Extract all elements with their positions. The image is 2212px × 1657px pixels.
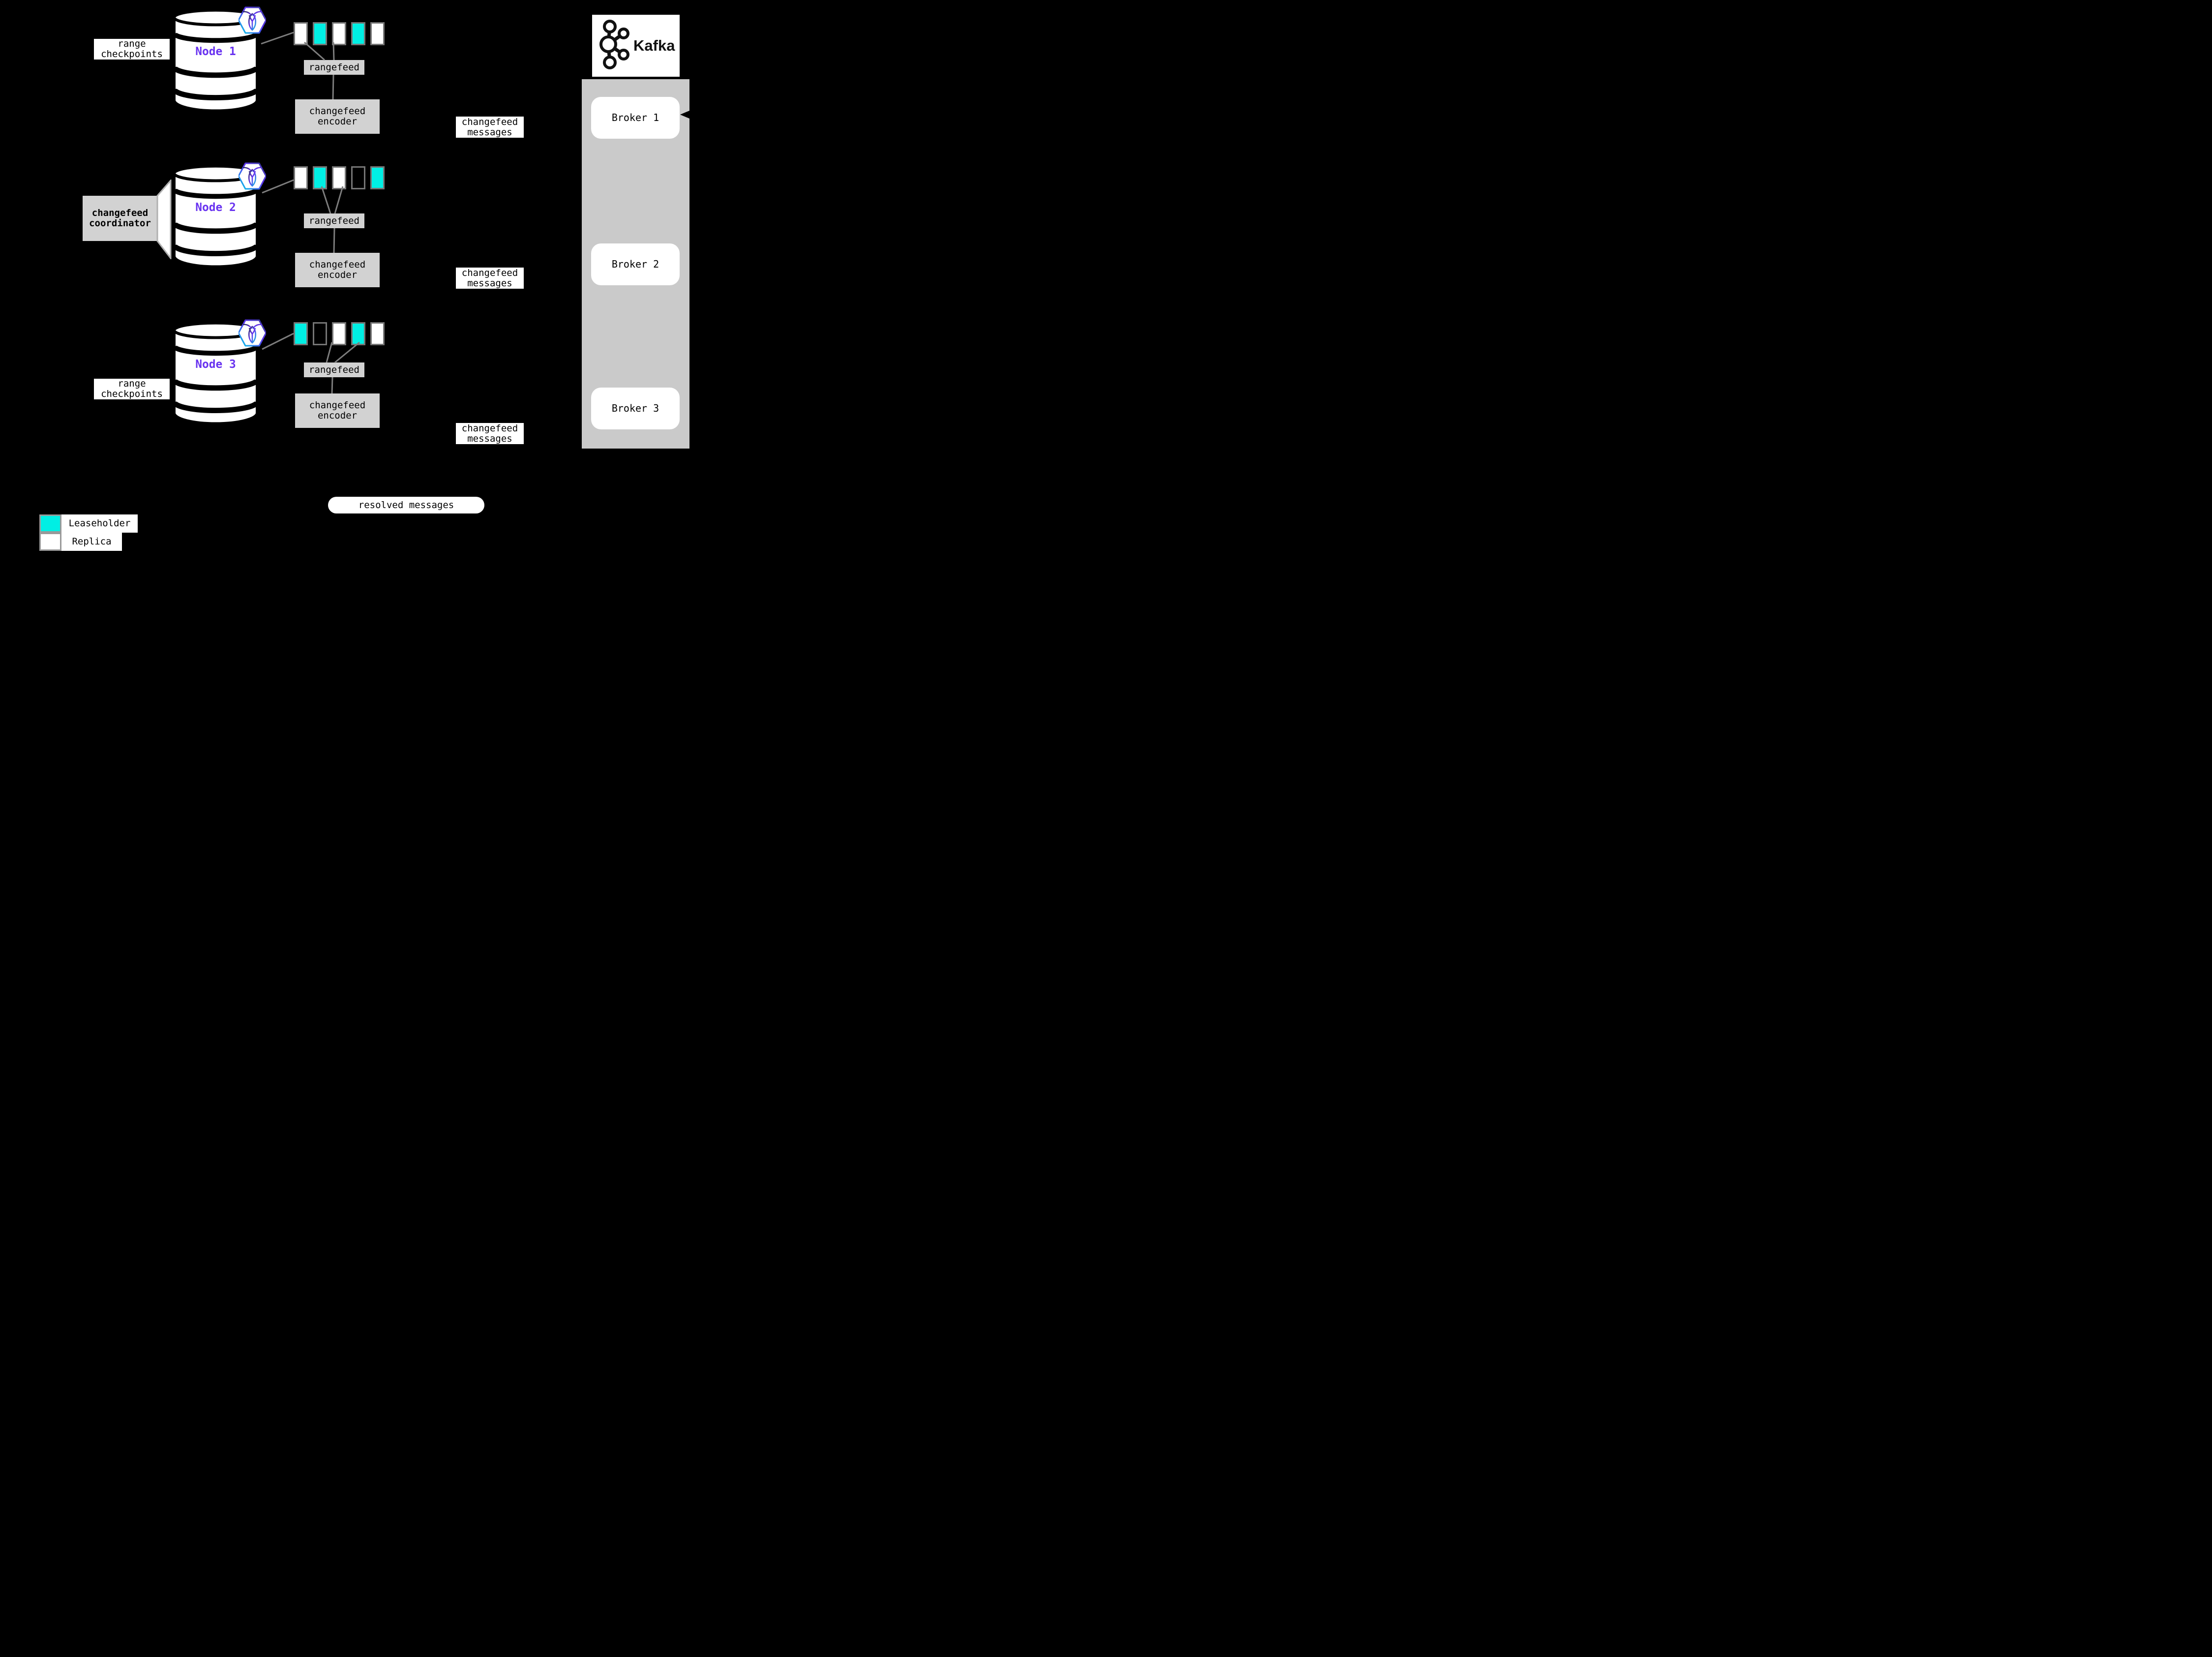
legend-replica-swatch: [39, 533, 61, 551]
cylinder-band: [173, 66, 259, 78]
cylinder-band: [173, 188, 259, 199]
broker-2-box: Broker 2: [591, 243, 680, 285]
cockroachdb-logo-icon: [239, 319, 266, 347]
cockroachdb-logo-icon: [239, 162, 266, 190]
cylinder-band: [173, 32, 259, 43]
range-rect-leaseholder: [370, 166, 385, 189]
changefeed-coordinator-label: changefeed coordinator: [83, 196, 157, 241]
cockroachdb-logo-icon: [239, 6, 266, 34]
node1-database-cylinder: Node 1: [173, 9, 259, 113]
range-rect-leaseholder: [313, 22, 327, 45]
cylinder-band: [173, 401, 259, 414]
cylinder-band: [173, 244, 259, 257]
range-rect-leaseholder: [351, 22, 365, 45]
node2-changefeed-messages-label: changefeed messages: [456, 268, 524, 289]
node1-range-rects: [294, 22, 385, 45]
range-checkpoints-label-node3: range checkpoints: [94, 379, 170, 399]
cylinder-band: [173, 345, 259, 356]
node1-changefeed-messages-label: changefeed messages: [456, 117, 524, 138]
broker-1-box: Broker 1: [591, 97, 680, 139]
range-checkpoints-label-node1: range checkpoints: [94, 39, 170, 60]
range-rect-replica: [294, 22, 308, 45]
kafka-title: Kafka: [633, 37, 675, 54]
node3-changefeed-messages-label: changefeed messages: [456, 423, 524, 444]
node3-database-cylinder: Node 3: [173, 322, 259, 425]
node1-title: Node 1: [195, 45, 236, 58]
node3-changefeed-encoder-box: changefeed encoder: [295, 393, 380, 428]
node3-range-rects: [294, 322, 385, 345]
range-rect-leaseholder: [294, 322, 308, 345]
node2-title: Node 2: [195, 201, 236, 214]
node2-rangefeed-box: rangefeed: [304, 213, 364, 228]
node2-range-rects: [294, 166, 385, 189]
line-cylinder3-to-ranges: [262, 332, 294, 350]
range-rect-none: [313, 322, 327, 345]
line-range-to-rangefeed3: [326, 342, 333, 363]
range-rect-replica: [294, 166, 308, 189]
resolved-messages-label: resolved messages: [328, 497, 484, 513]
range-rect-replica: [370, 322, 385, 345]
range-rect-replica: [332, 22, 346, 45]
legend-leaseholder-swatch: [39, 514, 61, 533]
kafka-logo-icon: Kafka: [599, 20, 675, 69]
range-rect-leaseholder: [351, 322, 365, 345]
changefeed-architecture-diagram: range checkpoints Node 1 rangefeed chang…: [0, 0, 738, 552]
node3-title: Node 3: [195, 358, 236, 371]
cylinder-band: [173, 88, 259, 101]
range-rect-leaseholder: [313, 166, 327, 189]
broker-3-box: Broker 3: [591, 388, 680, 429]
node1-rangefeed-box: rangefeed: [304, 60, 364, 75]
legend-replica-label: Replica: [61, 533, 122, 551]
line-range-to-rangefeed2: [334, 186, 344, 214]
node1-changefeed-encoder-box: changefeed encoder: [295, 99, 380, 134]
line-range-to-rangefeed3: [334, 341, 360, 363]
cylinder-band: [173, 379, 259, 391]
kafka-logo-box: Kafka: [592, 15, 680, 77]
range-rect-none: [351, 166, 365, 189]
range-rect-replica: [332, 166, 346, 189]
range-rect-replica: [332, 322, 346, 345]
cylinder-band: [173, 222, 259, 234]
legend-leaseholder-label: Leaseholder: [61, 514, 138, 533]
range-rect-replica: [370, 22, 385, 45]
line-cylinder2-to-ranges: [262, 179, 294, 194]
node2-changefeed-encoder-box: changefeed encoder: [295, 253, 380, 287]
coordinator-flag-shape: [156, 180, 172, 259]
line-range-to-rangefeed2: [321, 186, 331, 214]
node3-rangefeed-box: rangefeed: [304, 362, 364, 377]
